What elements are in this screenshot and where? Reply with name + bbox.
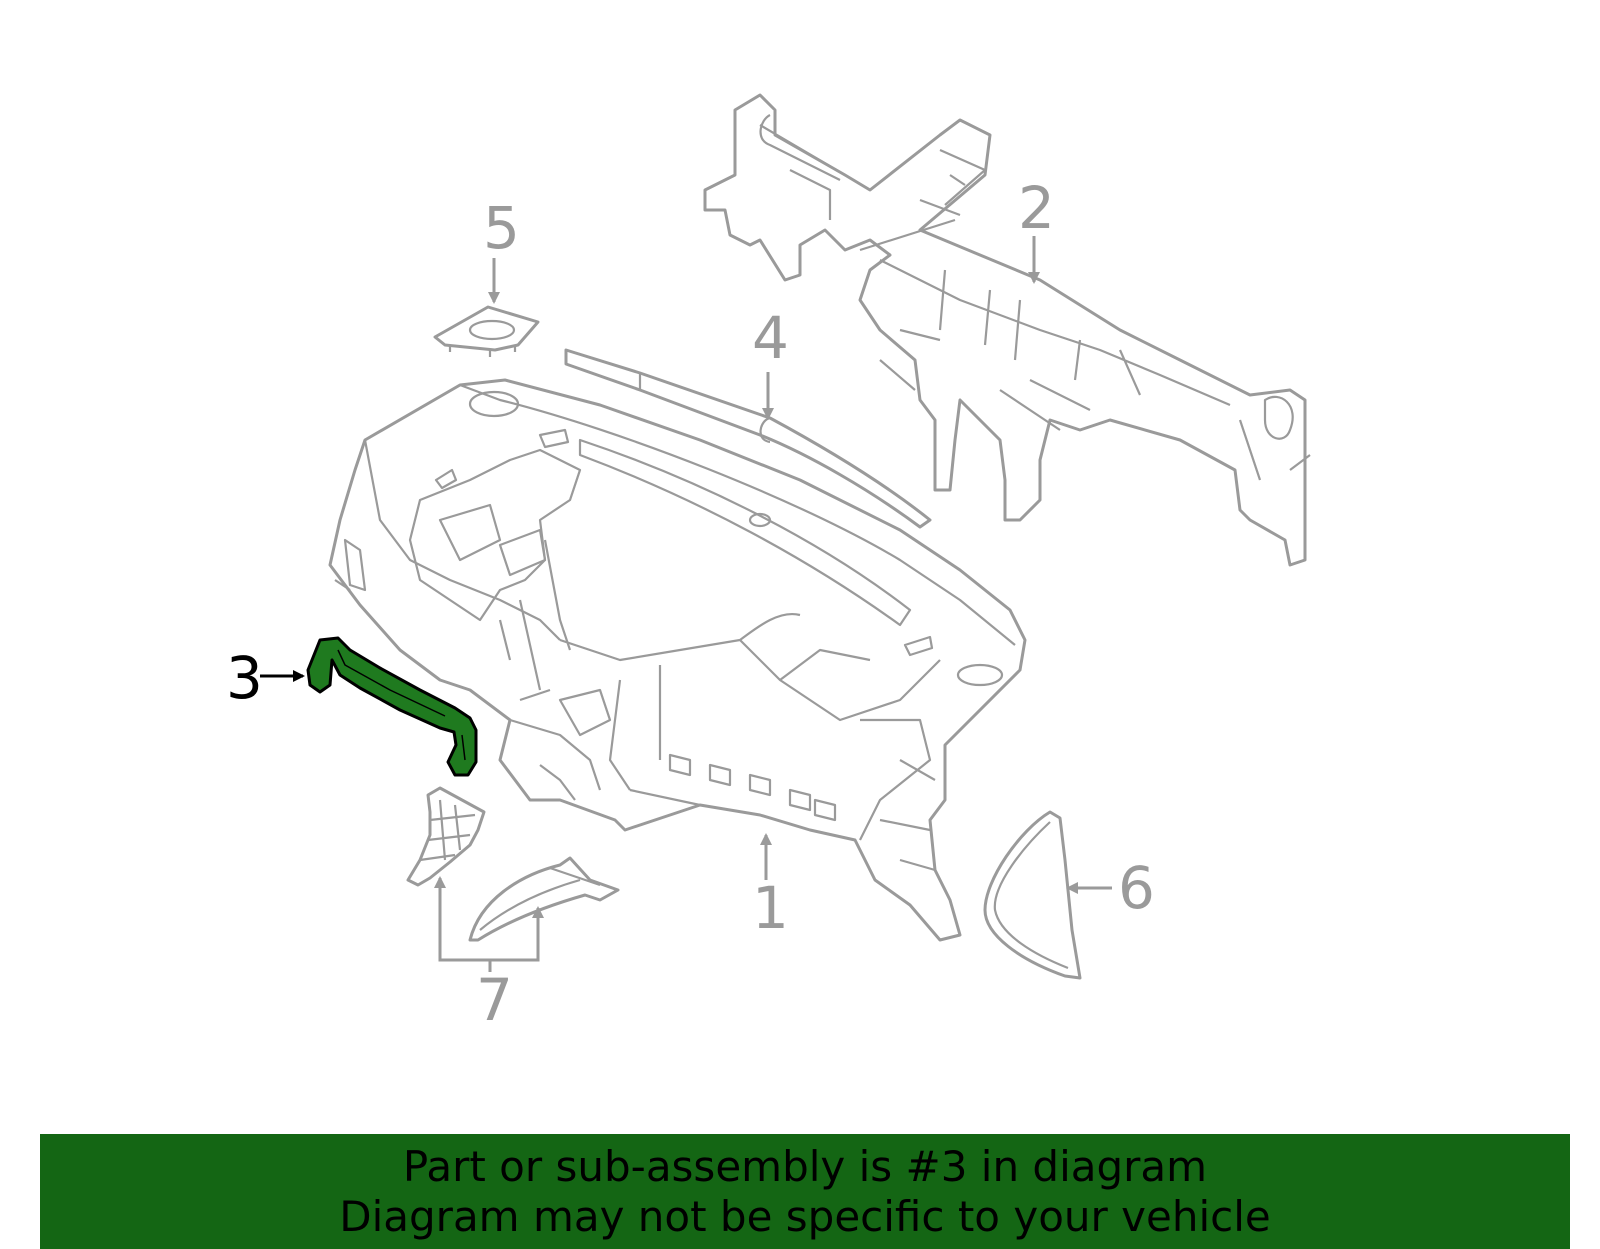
callout-5: 5 xyxy=(483,194,520,262)
callout-3: 3 xyxy=(226,644,263,712)
part-4-defroster-duct xyxy=(564,348,932,529)
part-6-side-cover xyxy=(983,810,1082,980)
banner-line-1: Part or sub-assembly is #3 in diagram xyxy=(402,1142,1208,1191)
info-banner: Part or sub-assembly is #3 in diagram Di… xyxy=(40,1134,1570,1249)
part-7-trim-panels xyxy=(406,786,620,942)
callout-2: 2 xyxy=(1018,174,1055,242)
callout-6: 6 xyxy=(1118,854,1155,922)
banner-line-2: Diagram may not be specific to your vehi… xyxy=(339,1192,1271,1241)
callout-1: 1 xyxy=(752,874,789,942)
part-3-bracket-highlighted xyxy=(306,636,478,777)
callout-4: 4 xyxy=(752,304,789,372)
part-5-speaker-cover xyxy=(433,305,540,357)
part-2-crossmember xyxy=(703,93,1311,567)
callout-arrows xyxy=(260,236,1112,972)
part-1-instrument-panel xyxy=(328,378,1027,942)
callout-7: 7 xyxy=(476,966,513,1034)
